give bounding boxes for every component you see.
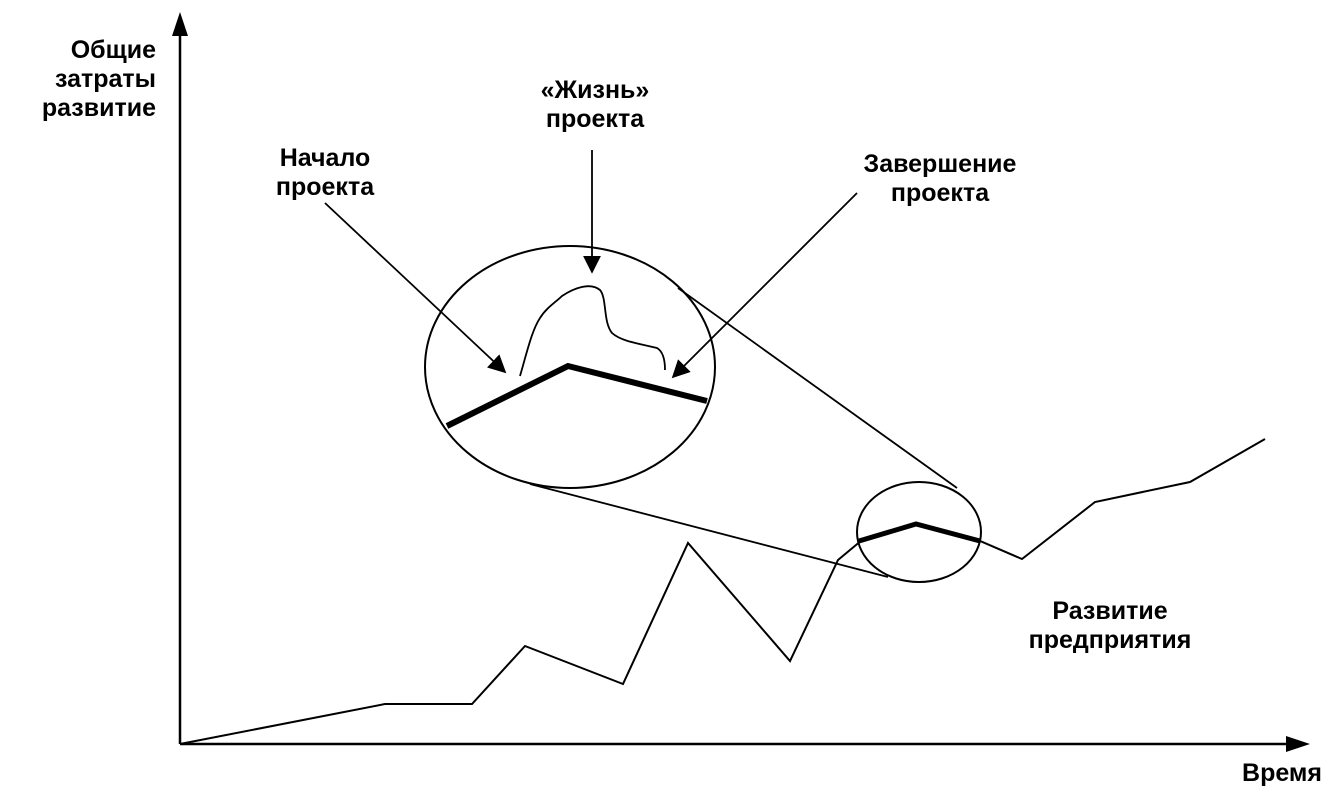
- x-axis: [180, 736, 1310, 752]
- project-life-label: «Жизнь» проекта: [500, 76, 690, 134]
- x-axis-arrowhead: [1286, 736, 1310, 752]
- y-axis-arrowhead: [172, 12, 188, 36]
- project-start-arrow: [324, 202, 507, 374]
- project-end-label-line-2: проекта: [890, 179, 990, 207]
- zoom-connector-top: [677, 287, 958, 489]
- enterprise-development-label: Развитие предприятия: [990, 597, 1230, 655]
- enterprise-development-label-line-2: предприятия: [1028, 626, 1192, 654]
- project-small-segment: [858, 521, 981, 544]
- project-end-label-line-1: Завершение: [863, 150, 1017, 178]
- enterprise-development-line: [179, 438, 1266, 745]
- y-axis: [172, 12, 188, 744]
- project-end-label: Завершение проекта: [840, 150, 1040, 208]
- project-end-arrow: [671, 192, 858, 379]
- project-start-label-line-1: Начало: [279, 144, 371, 172]
- project-zoom-circle: [424, 245, 716, 489]
- project-start-label-line-2: проекта: [275, 173, 375, 201]
- project-life-label-line-1: «Жизнь»: [540, 76, 650, 104]
- project-life-label-line-2: проекта: [545, 105, 645, 133]
- y-axis-label-line-3: развитие: [41, 94, 156, 122]
- zoom-connector-bottom: [529, 483, 889, 578]
- x-axis-label: Время: [1180, 759, 1322, 788]
- enterprise-development-label-line-1: Развитие: [1052, 597, 1168, 625]
- y-axis-label: Общие затраты развитие: [4, 36, 156, 123]
- x-axis-label-text: Время: [1242, 759, 1322, 787]
- project-life-curve: [519, 285, 666, 377]
- project-start-label: Начало проекта: [240, 144, 410, 202]
- y-axis-label-line-1: Общие: [70, 36, 156, 64]
- project-zoom-segment: [445, 362, 708, 429]
- project-small-circle: [856, 481, 982, 583]
- y-axis-label-line-2: затраты: [54, 65, 156, 93]
